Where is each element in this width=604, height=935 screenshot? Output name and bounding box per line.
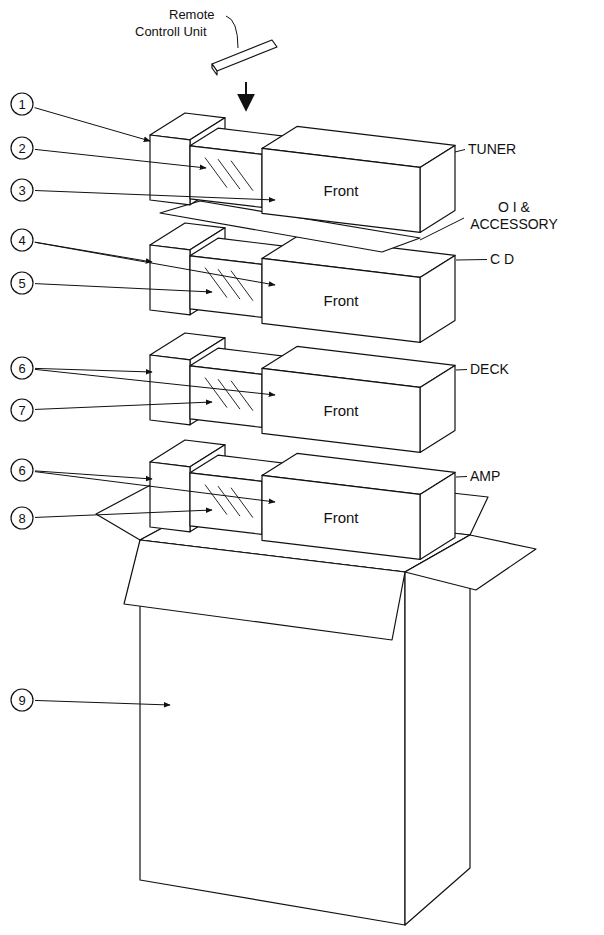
leader-line	[35, 472, 275, 502]
callout-number: 6	[12, 358, 32, 378]
leader-line	[34, 108, 150, 141]
front-face	[262, 258, 420, 342]
callout-number: 6	[12, 460, 32, 480]
callout-circle	[11, 179, 33, 201]
leader-line	[456, 369, 467, 371]
callout-circle	[11, 689, 33, 711]
part-label: Remote Controll Unit	[135, 6, 219, 40]
callout-circle	[11, 93, 33, 115]
callout-number: 5	[12, 273, 32, 293]
remote-control	[212, 16, 277, 110]
carton-flap	[405, 535, 536, 590]
remote-end	[212, 64, 217, 75]
leader-line	[226, 16, 238, 48]
carton-flap	[124, 540, 405, 640]
callout-number: 7	[12, 400, 32, 420]
unit-label: C D	[490, 251, 514, 268]
callout-circle	[11, 399, 33, 421]
callout-circle	[11, 137, 33, 159]
front-marking: Front	[323, 292, 358, 309]
insert-arrow	[245, 82, 247, 110]
bag-hatch	[218, 379, 240, 409]
packed-unit	[150, 333, 455, 452]
bag-hatch	[218, 269, 240, 299]
leader-line	[35, 242, 275, 285]
unit-label: AMP	[470, 468, 500, 485]
carton-side	[405, 535, 470, 925]
bag-hatch	[231, 161, 253, 191]
front-face	[150, 135, 190, 205]
unit-label: TUNER	[468, 141, 516, 158]
bag-hatch	[231, 271, 253, 301]
leader-line	[420, 218, 464, 240]
leader-line	[35, 284, 212, 292]
remote-body	[212, 40, 277, 71]
callout-circle	[11, 507, 33, 529]
bag-hatch	[218, 159, 240, 189]
leader-line	[35, 510, 212, 517]
bag-hatch	[231, 488, 253, 518]
leaders	[11, 93, 487, 711]
front-face	[262, 368, 420, 452]
bag-hatch	[205, 268, 227, 298]
end-face	[420, 365, 455, 452]
bag-hatch	[231, 381, 253, 411]
callout-number: 1	[12, 94, 32, 114]
leader-line	[35, 369, 275, 395]
leader-line	[456, 476, 467, 478]
callout-circle	[11, 272, 33, 294]
callout-number: 3	[12, 180, 32, 200]
end-face	[420, 145, 455, 232]
bag-hatch	[205, 158, 227, 188]
leader-line	[35, 471, 152, 479]
front-face	[150, 245, 190, 315]
front-face	[190, 366, 262, 428]
leader-line	[35, 700, 170, 705]
front-face	[150, 462, 190, 532]
callout-number: 4	[12, 230, 32, 250]
bag-hatch	[218, 486, 240, 516]
front-face	[190, 473, 262, 535]
callout-circle	[11, 229, 33, 251]
end-face	[420, 255, 455, 342]
leader-line	[35, 191, 275, 200]
callout-number: 9	[12, 690, 32, 710]
callout-number: 2	[12, 138, 32, 158]
front-face	[262, 475, 420, 559]
front-marking: Front	[323, 509, 358, 526]
carton-front	[124, 535, 536, 925]
packed-unit	[150, 440, 455, 559]
callout-number: 8	[12, 508, 32, 528]
leader-line	[35, 402, 212, 409]
leader-line	[35, 149, 206, 168]
bag-hatch	[205, 378, 227, 408]
callout-circle	[11, 357, 33, 379]
packed-unit	[150, 113, 455, 232]
unit-label: O I & ACCESSORY	[466, 199, 562, 233]
leader-line	[456, 259, 487, 261]
front-face	[150, 355, 190, 425]
front-face	[190, 256, 262, 318]
callout-circle	[11, 459, 33, 481]
front-marking: Front	[323, 182, 358, 199]
leader-line	[455, 150, 465, 153]
front-face	[262, 148, 420, 232]
unit-label: DECK	[470, 361, 509, 378]
front-marking: Front	[323, 402, 358, 419]
